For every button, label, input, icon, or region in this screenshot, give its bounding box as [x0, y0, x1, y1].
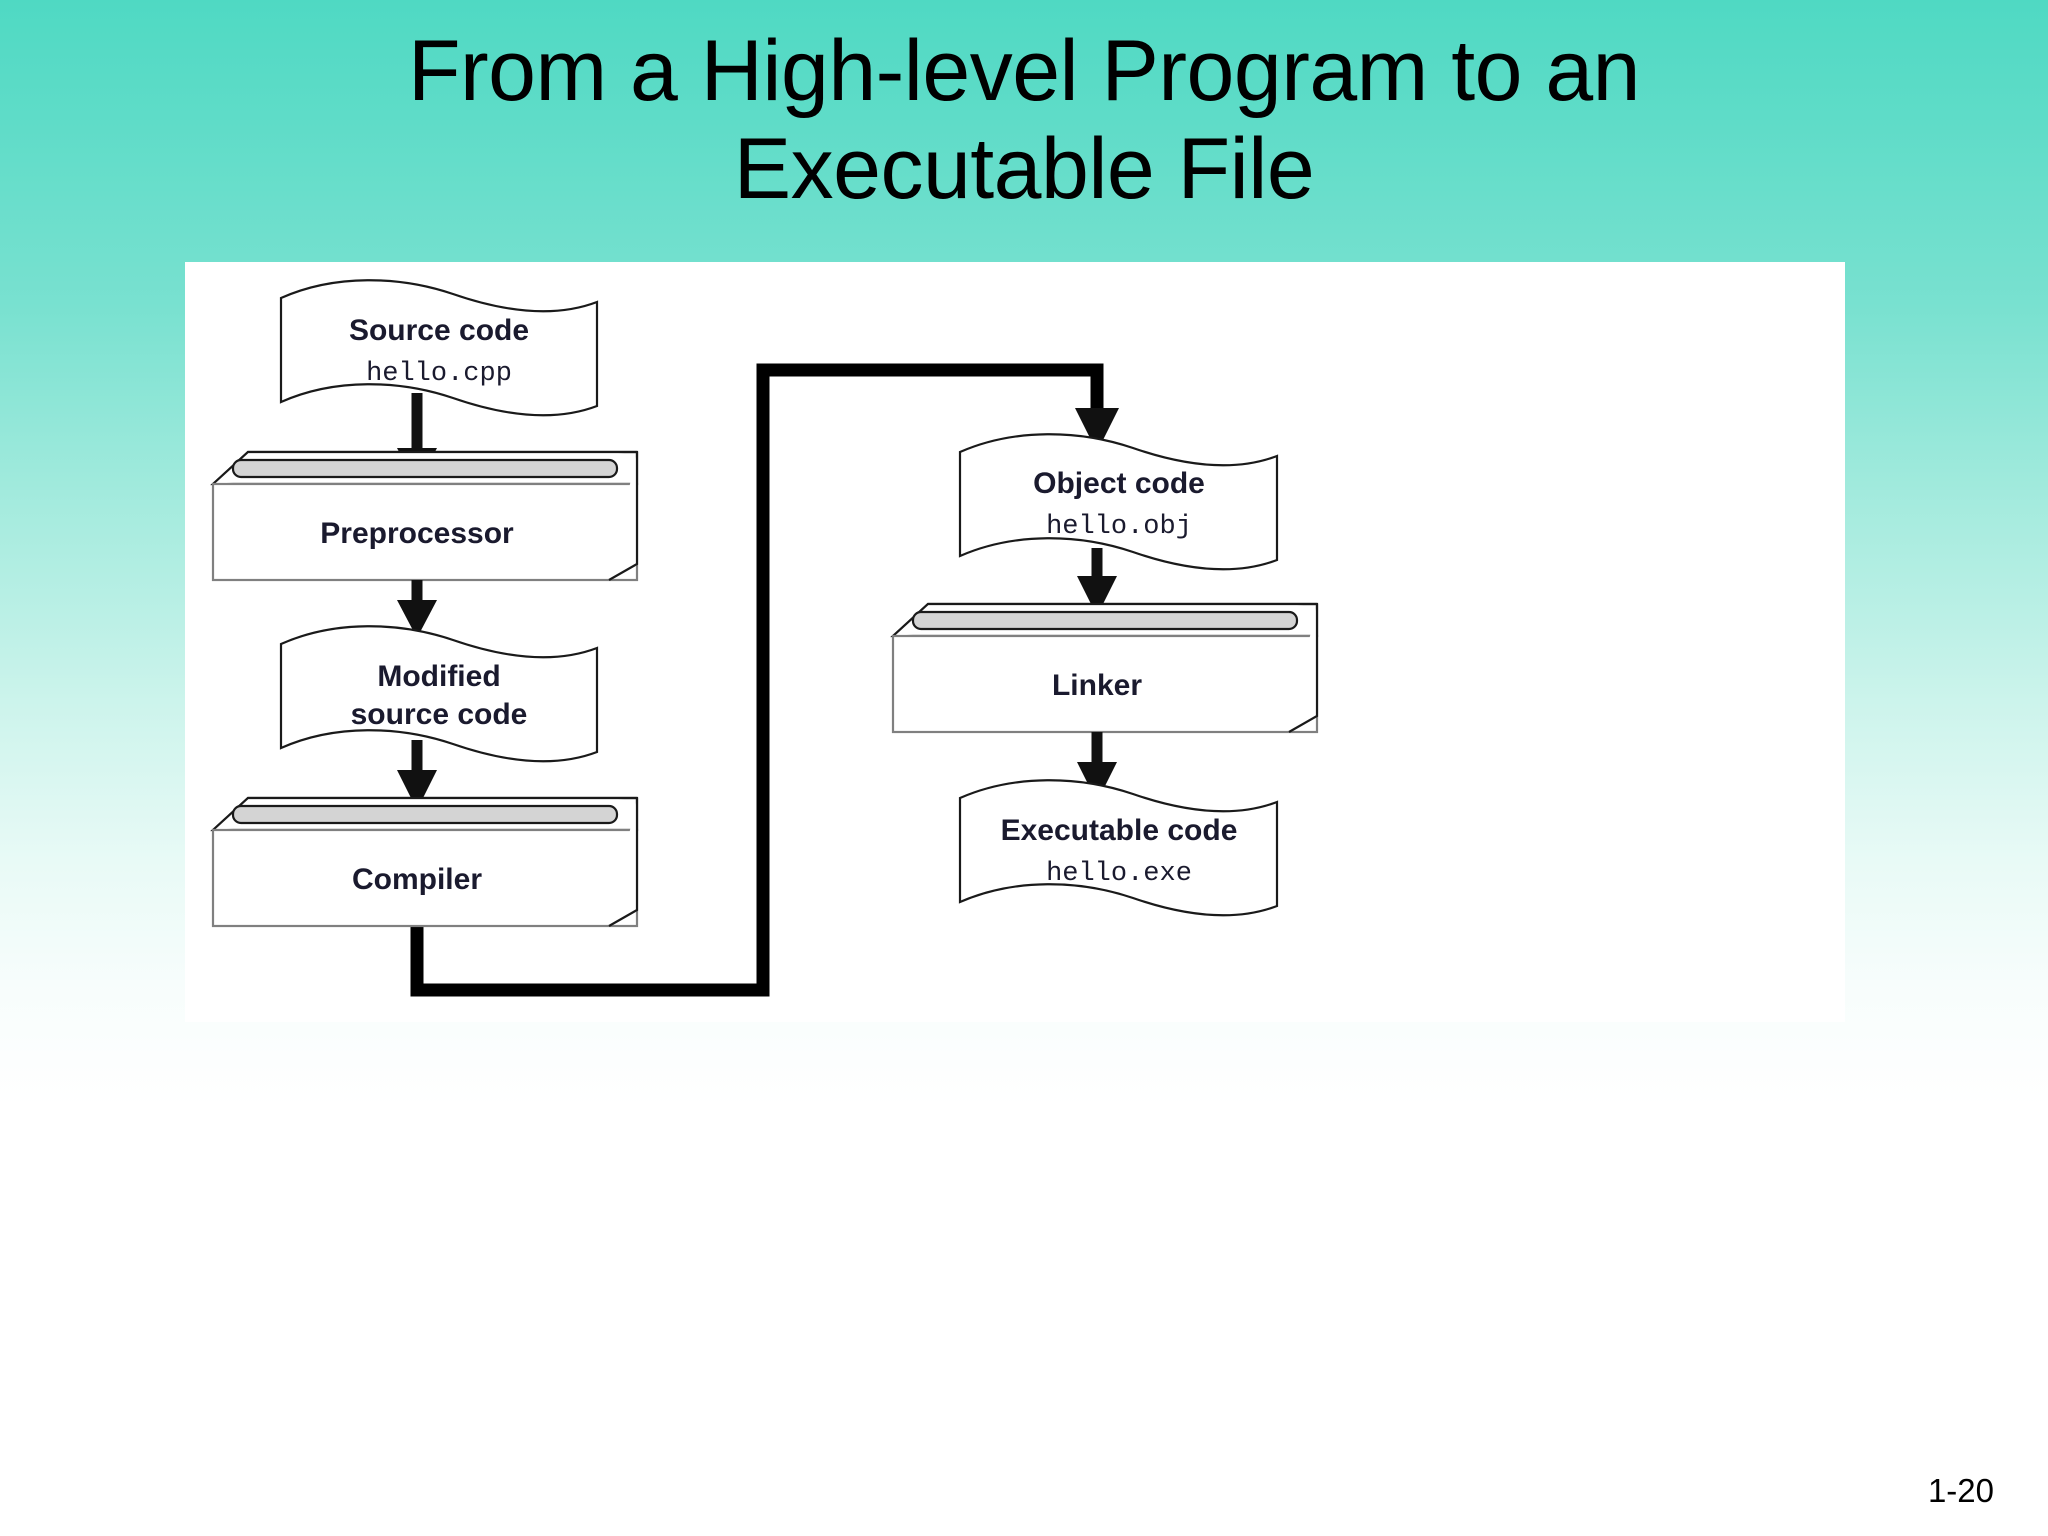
node-linker[interactable]: Linker: [890, 602, 1319, 734]
object-code-document-shape: [958, 433, 1279, 571]
object-code-filename: hello.obj: [1046, 512, 1192, 542]
compiler-box-front: [211, 828, 639, 928]
page-title: From a High-level Program to an Executab…: [120, 22, 1928, 218]
source-code-filename: hello.cpp: [366, 359, 512, 389]
linker-label: Linker: [1052, 669, 1142, 702]
edge-object-code-to-linker: [1077, 548, 1117, 616]
edge-linker-to-executable-code: [1077, 732, 1117, 802]
arrow-head: [397, 600, 437, 638]
arrow-head: [1077, 576, 1117, 616]
executable-code-document-shape: [958, 779, 1279, 917]
preprocessor-box-front: [211, 482, 639, 582]
compiler-label: Compiler: [352, 863, 482, 896]
node-source-code[interactable]: Source code hello.cpp: [279, 279, 599, 417]
routed-elbow-path: [410, 363, 1104, 997]
compiler-box-right-face: [608, 798, 639, 927]
modified-source-document-shape: [279, 625, 599, 763]
source-code-document-shape: [279, 279, 599, 417]
arrow-head: [397, 770, 437, 810]
edge-preprocessor-to-modified-source: [397, 580, 437, 638]
page-title-line-1: From a High-level Program to an: [408, 23, 1640, 119]
preprocessor-slot: [231, 458, 619, 479]
node-executable-code[interactable]: Executable code hello.exe: [958, 779, 1279, 917]
linker-box-right-face: [1288, 604, 1319, 733]
node-compiler[interactable]: Compiler: [210, 796, 639, 928]
compiler-slot: [231, 804, 619, 825]
linker-slot: [911, 610, 1299, 631]
object-code-label: Object code: [1033, 467, 1205, 500]
page-number: 1-20: [1927, 1472, 1994, 1509]
preprocessor-label: Preprocessor: [320, 517, 514, 550]
executable-code-label: Executable code: [1001, 814, 1238, 847]
edge-compiler-to-object-code: [410, 363, 1119, 997]
arrow-head: [1077, 762, 1117, 802]
executable-code-filename: hello.exe: [1046, 859, 1192, 889]
page-title-line-2: Executable File: [733, 121, 1315, 218]
node-preprocessor[interactable]: Preprocessor: [210, 450, 639, 582]
modified-source-label-line-1: Modified: [377, 660, 500, 693]
edge-modified-source-to-compiler: [397, 740, 437, 810]
preprocessor-box-right-face: [608, 452, 639, 581]
compilation-flow-diagram: Source code hello.cpp Preprocessor Modif…: [210, 279, 1319, 997]
routed-elbow-arrowhead: [1075, 408, 1119, 452]
node-modified-source-code[interactable]: Modified source code: [279, 625, 599, 763]
node-object-code[interactable]: Object code hello.obj: [958, 433, 1279, 571]
source-code-label: Source code: [349, 314, 529, 347]
modified-source-label-line-2: source code: [351, 698, 528, 731]
